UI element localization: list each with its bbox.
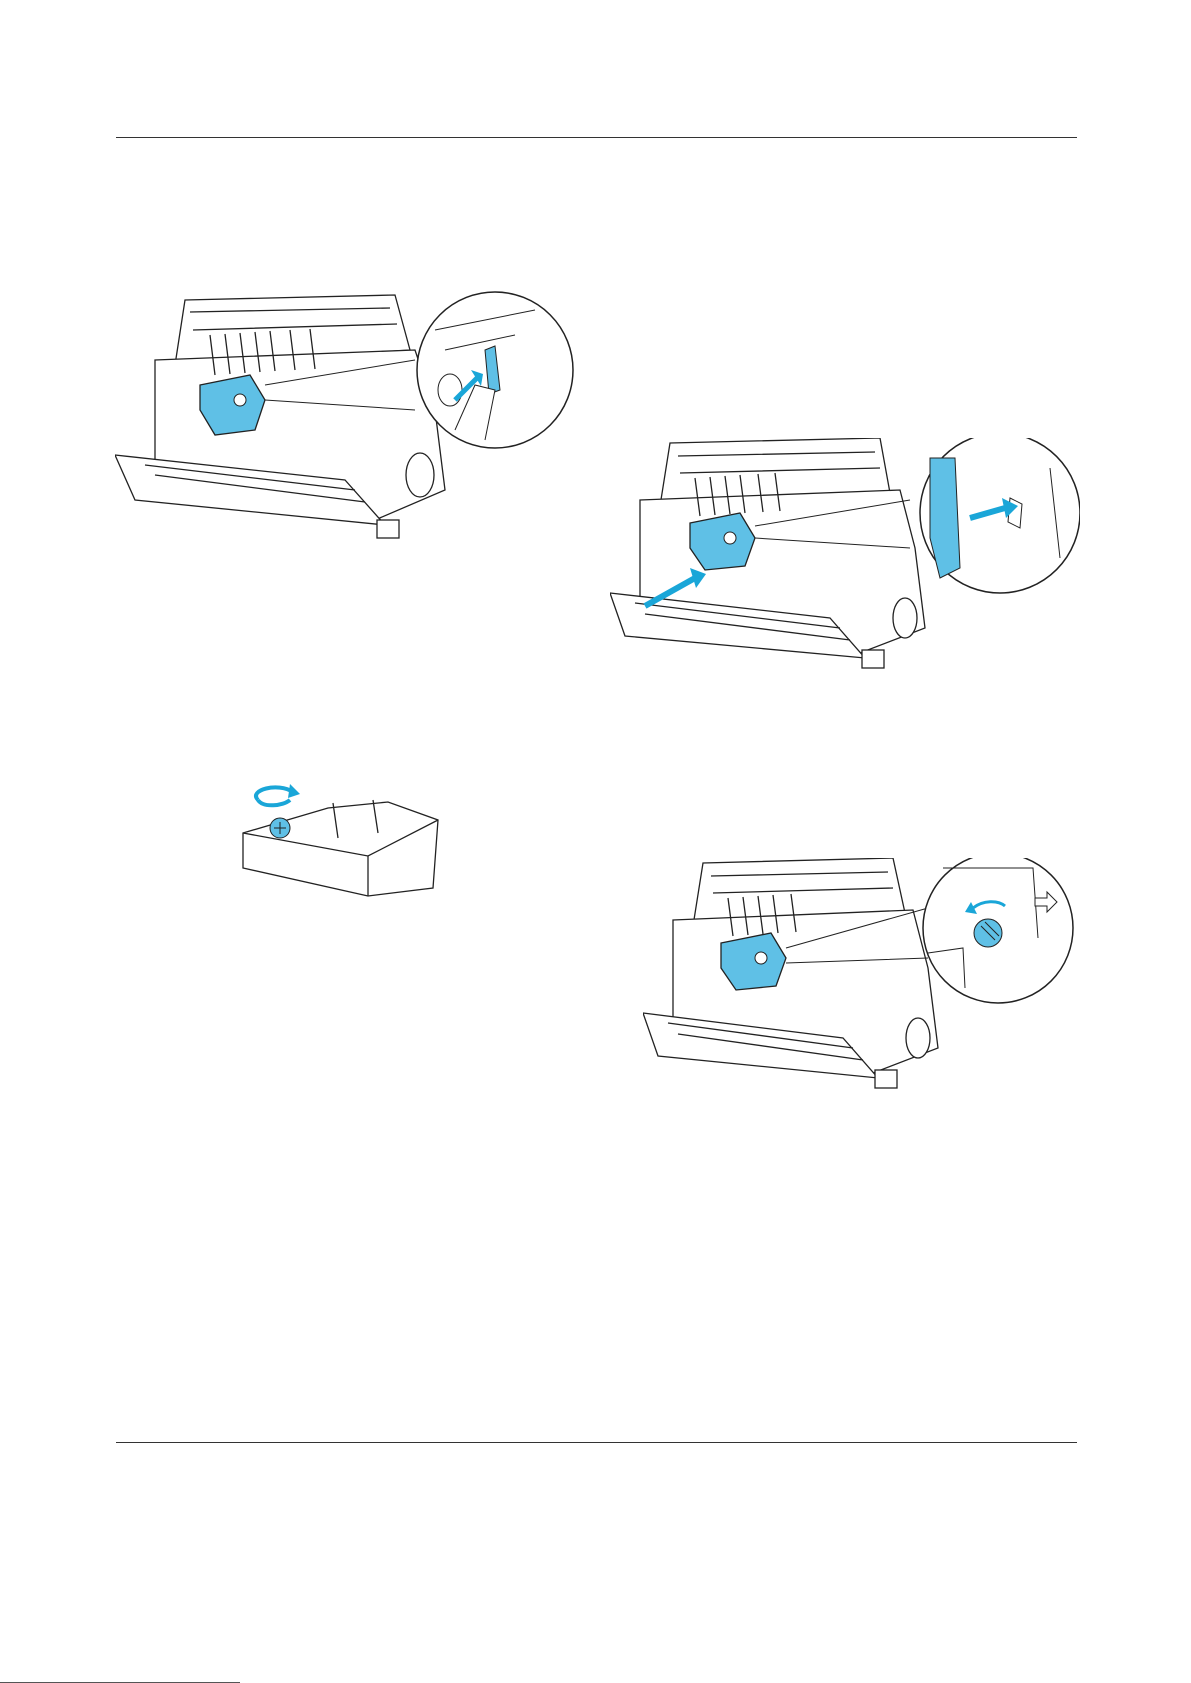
top-rule bbox=[116, 137, 1077, 138]
figure-tighten-ribbon bbox=[643, 858, 1083, 1103]
printer-knob-turn-icon bbox=[643, 858, 1083, 1103]
figure-rotate-knob bbox=[238, 778, 448, 908]
ribbon-cartridge-icon bbox=[238, 778, 448, 908]
bottom-rule bbox=[116, 1442, 1077, 1443]
printer-cartridge-slide-icon bbox=[610, 438, 1080, 688]
printer-cartridge-lock-icon bbox=[115, 290, 575, 570]
figure-push-cartridge bbox=[610, 438, 1080, 688]
figure-install-cartridge bbox=[115, 290, 575, 570]
